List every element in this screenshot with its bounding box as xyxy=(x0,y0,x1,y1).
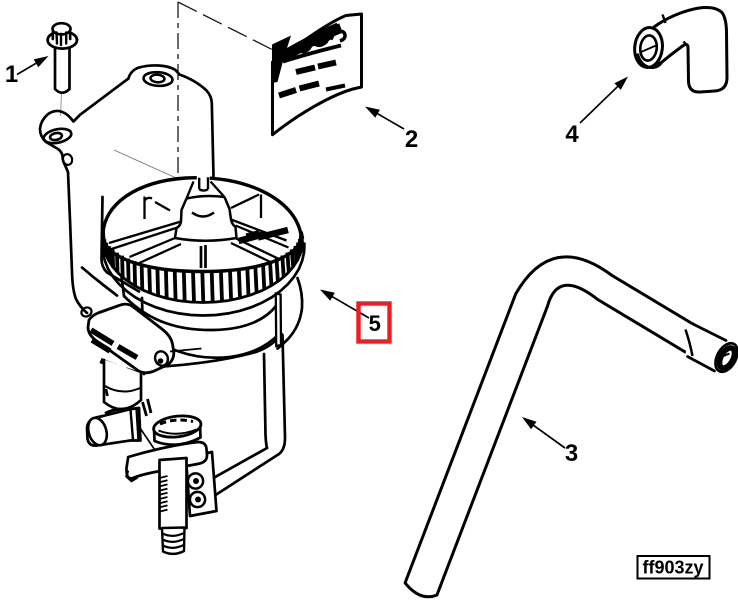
svg-text:3: 3 xyxy=(565,440,578,467)
svg-text:ff903zy: ff903zy xyxy=(642,558,703,578)
svg-text:1: 1 xyxy=(5,61,18,88)
svg-text:5: 5 xyxy=(369,311,381,336)
svg-text:4: 4 xyxy=(565,121,579,148)
svg-text:2: 2 xyxy=(405,126,418,153)
